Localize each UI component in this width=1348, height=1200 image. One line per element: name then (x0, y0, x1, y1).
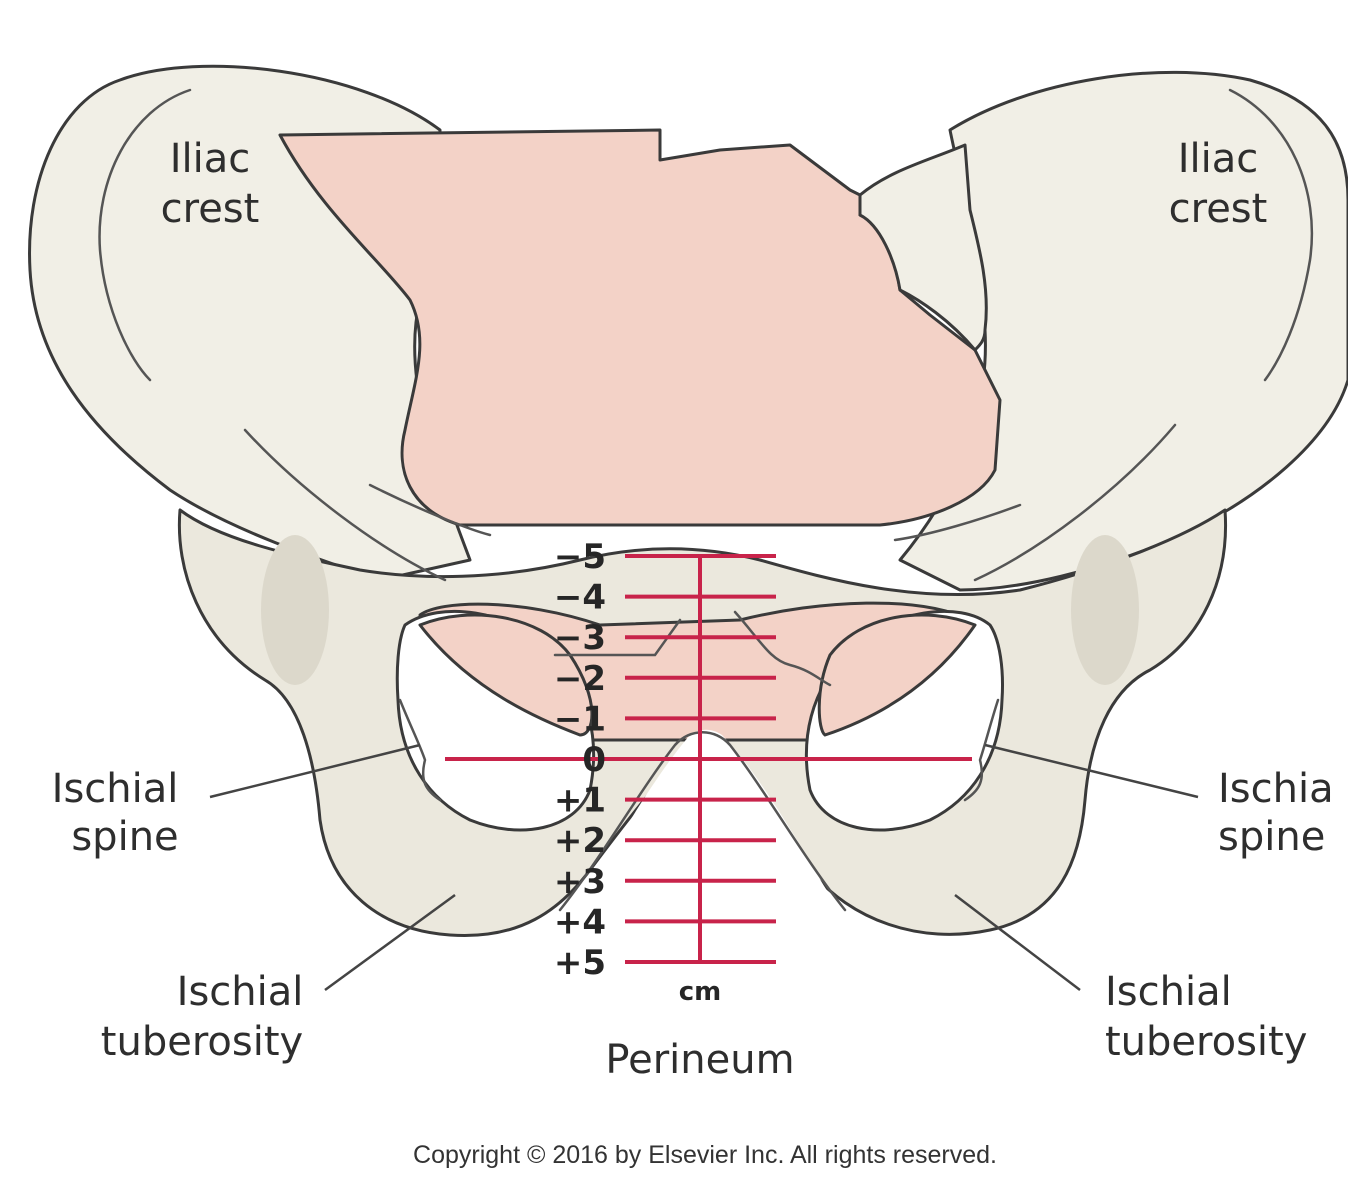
label-ischial-spine-right-2: spine (1218, 814, 1325, 860)
label-ischial-tuberosity-left-2: tuberosity (101, 1019, 303, 1065)
label-iliac-crest-right-1: Iliac (1178, 136, 1259, 182)
label-iliac-crest-left-2: crest (161, 186, 260, 232)
station-label: −1 (554, 699, 606, 739)
station-label: +1 (554, 781, 606, 821)
right-foramen-head (817, 613, 977, 737)
right-iliac-detail (1228, 88, 1314, 382)
station-label: +4 (554, 902, 606, 942)
station-label: 0 (582, 740, 606, 780)
station-label: +2 (554, 821, 606, 861)
station-label: −4 (554, 578, 606, 618)
label-ischial-spine-left-2: spine (71, 814, 178, 860)
left-acetabulum (261, 535, 329, 685)
right-acetabulum (1071, 535, 1139, 685)
right-iliopectineal-line (973, 423, 1177, 582)
left-pelvic-brim (368, 483, 492, 537)
label-iliac-crest-left-1: Iliac (170, 136, 251, 182)
station-label: −2 (554, 659, 606, 699)
leader-ischial-spine-left (209, 743, 421, 799)
left-iliac-detail (98, 88, 192, 382)
label-ischial-tuberosity-right-2: tuberosity (1105, 1019, 1307, 1065)
copyright-notice: Copyright © 2016 by Elsevier Inc. All ri… (413, 1141, 997, 1169)
right-pelvic-brim (893, 503, 1022, 542)
label-ischial-spine-right-1: Ischia (1218, 766, 1334, 812)
label-iliac-crest-right-2: crest (1169, 186, 1268, 232)
left-foramen-head (418, 613, 594, 737)
leader-ischial-tuberosity-left (324, 893, 456, 992)
label-ischial-tuberosity-left-1: Ischial (177, 969, 304, 1015)
right-ischial-spine-outline (963, 698, 1000, 802)
station-label: +5 (554, 943, 606, 983)
label-unit-cm: cm (679, 977, 722, 1007)
pubic-arch-outline (558, 731, 847, 912)
sacrum (858, 143, 988, 352)
station-label: −5 (554, 537, 606, 577)
right-ramus-line (733, 610, 832, 687)
left-ischial-spine-outline (398, 698, 442, 802)
left-iliopectineal-line (243, 428, 447, 582)
label-perineum: Perineum (605, 1037, 794, 1083)
station-label: −3 (554, 618, 606, 658)
leader-ischial-spine-right (984, 743, 1199, 799)
station-scale: −5−4−3−2−10+1+2+3+4+5 (445, 537, 972, 983)
fetal-head (278, 128, 1002, 527)
label-ischial-spine-left-1: Ischial (52, 766, 179, 812)
left-ramus-line (553, 618, 682, 657)
station-label: +3 (554, 862, 606, 902)
label-ischial-tuberosity-right-1: Ischial (1105, 969, 1232, 1015)
leader-ischial-tuberosity-right (954, 894, 1081, 991)
